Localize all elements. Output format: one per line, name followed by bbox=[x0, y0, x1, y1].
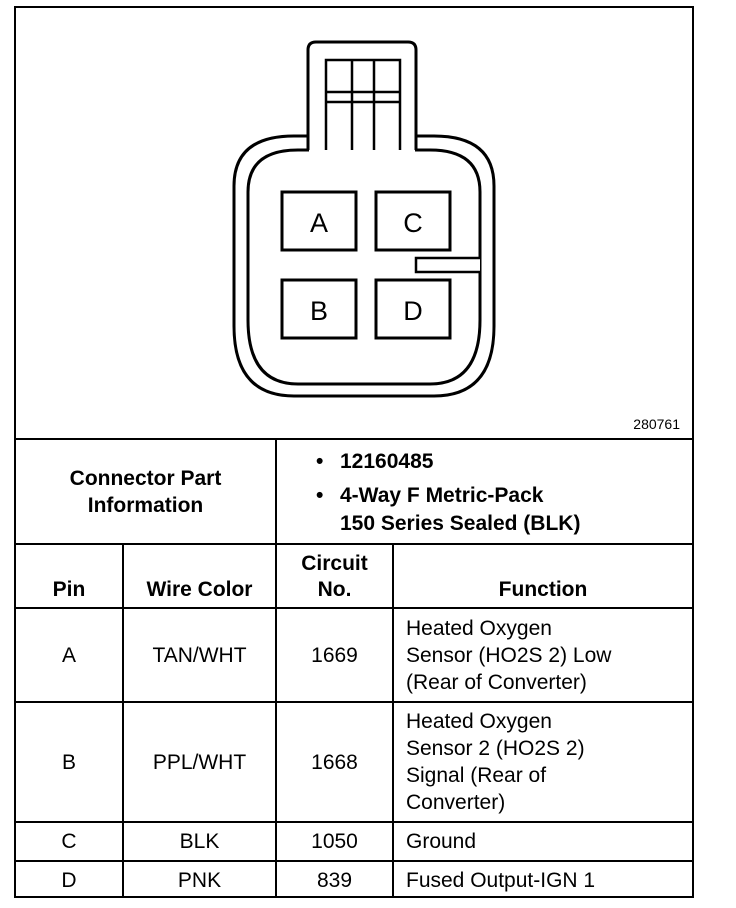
pin-cavity-a bbox=[280, 190, 358, 252]
connector-face-drawing: A C B D bbox=[232, 40, 496, 398]
row-b-circuit: 1668 bbox=[311, 750, 358, 774]
rule-col-wire bbox=[275, 543, 277, 898]
row-d-wire-color: PNK bbox=[177, 868, 222, 892]
bullet-icon: • bbox=[316, 484, 324, 507]
rule-row-b-bottom bbox=[16, 821, 692, 823]
row-d-function: Fused Output-IGN 1 bbox=[406, 868, 596, 892]
header-circuit-no: Circuit No. bbox=[301, 552, 368, 601]
row-c-circuit: 1050 bbox=[311, 830, 358, 853]
row-a-pin: A bbox=[61, 643, 76, 667]
row-b-wire-color: PPL/WHT bbox=[152, 750, 247, 774]
connector-diagram: A C B D 280761 bbox=[16, 8, 692, 438]
rule-row-c-bottom bbox=[16, 860, 692, 862]
rule-diagram-bottom bbox=[16, 438, 692, 440]
connector-part-info-label: Connector Part Information bbox=[69, 466, 222, 517]
rule-header-bottom bbox=[16, 607, 692, 609]
part-number-item: • 12160485 bbox=[316, 448, 580, 476]
pin-cavity-b bbox=[280, 278, 358, 340]
header-pin: Pin bbox=[52, 578, 86, 601]
connector-type-item: • 4-Way F Metric-Pack 150 Series Sealed … bbox=[316, 482, 580, 538]
rule-col-pin bbox=[122, 543, 124, 898]
rule-info-divider bbox=[275, 438, 277, 545]
header-wire-color: Wire Color bbox=[146, 578, 253, 601]
row-c-function: Ground bbox=[406, 830, 477, 853]
row-d-pin: D bbox=[61, 868, 77, 892]
row-a-function: Heated Oxygen Sensor (HO2S 2) Low (Rear … bbox=[406, 616, 612, 694]
row-b-pin: B bbox=[61, 750, 76, 774]
row-b-function: Heated Oxygen Sensor 2 (HO2S 2) Signal (… bbox=[406, 710, 585, 814]
pin-label-a: A bbox=[310, 208, 328, 238]
row-c-pin: C bbox=[61, 830, 77, 853]
connector-latch bbox=[306, 40, 418, 140]
row-c-wire-color: BLK bbox=[179, 830, 220, 853]
connector-part-info-list: • 12160485 • 4-Way F Metric-Pack 150 Ser… bbox=[316, 448, 580, 538]
pin-label-d: D bbox=[403, 296, 423, 326]
bullet-icon: • bbox=[316, 450, 324, 473]
row-a-circuit: 1669 bbox=[311, 643, 358, 667]
figure-reference-number: 280761 bbox=[633, 416, 680, 432]
rule-col-circuit bbox=[392, 543, 394, 898]
pin-label-b: B bbox=[310, 296, 328, 326]
pin-cavity-c bbox=[374, 190, 452, 252]
connector-key bbox=[414, 256, 480, 274]
rule-row-a-bottom bbox=[16, 701, 692, 703]
pin-label-c: C bbox=[403, 208, 423, 238]
header-function: Function bbox=[498, 578, 588, 601]
row-d-circuit: 839 bbox=[316, 868, 353, 892]
row-a-wire-color: TAN/WHT bbox=[152, 643, 247, 667]
rule-info-bottom bbox=[16, 543, 692, 545]
pin-cavity-d bbox=[374, 278, 452, 340]
connector-sheet: A C B D 280761 Connector Part Informatio… bbox=[14, 6, 694, 898]
